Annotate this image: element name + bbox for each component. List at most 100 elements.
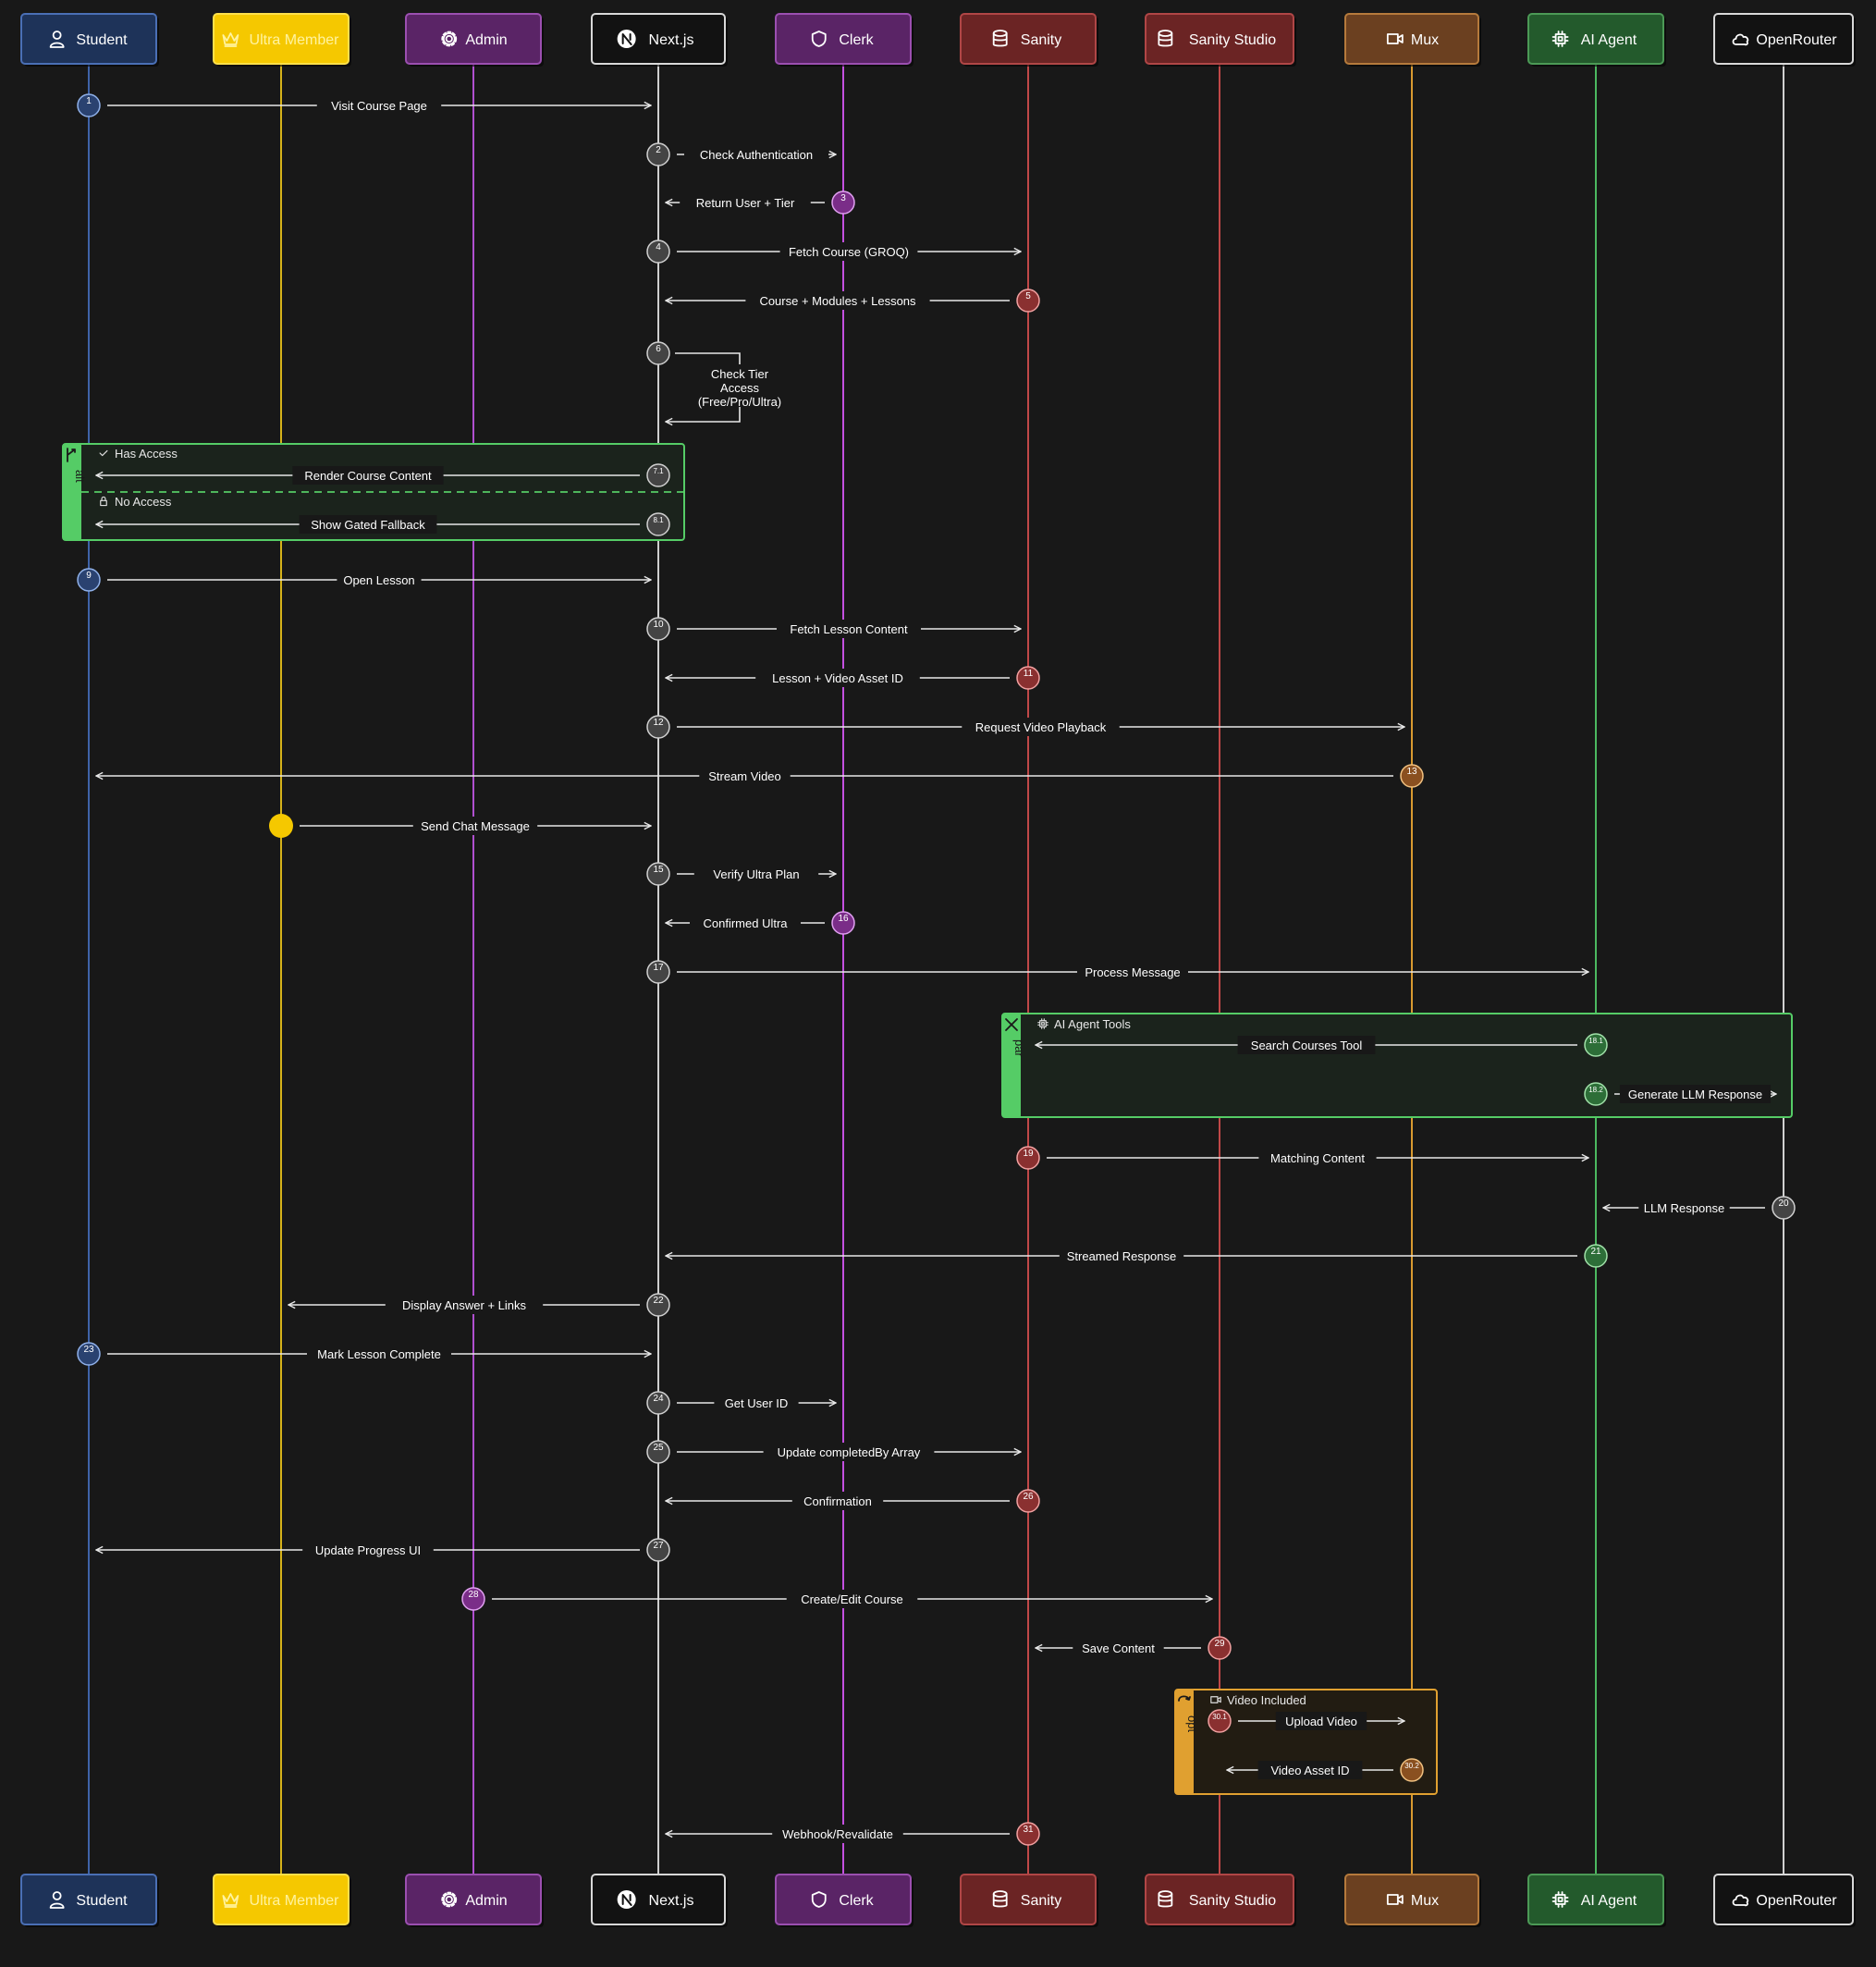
- step-number: 27: [653, 1541, 664, 1551]
- step-number: 30.2: [1404, 1762, 1419, 1770]
- fragment-alt-keyword: alt: [73, 470, 87, 483]
- branch-icon: [67, 448, 76, 462]
- tools-icon: [1005, 1018, 1018, 1031]
- message-label: Send Chat Message: [421, 819, 530, 833]
- step-number: 10: [653, 620, 664, 630]
- step-badge: 22: [646, 1293, 670, 1317]
- message-label: Get User ID: [725, 1396, 789, 1410]
- message-28: Create/Edit Course 28: [461, 1587, 1212, 1611]
- step-number: 4: [656, 242, 661, 252]
- actor-label: Student: [76, 1893, 128, 1909]
- message-4: Fetch Course (GROQ)4: [646, 240, 1021, 264]
- actor-label: Student: [76, 32, 128, 48]
- actor-mux-bottom[interactable]: Mux: [1344, 1874, 1481, 1927]
- step-number: 19: [1023, 1149, 1034, 1159]
- message-label: Confirmed Ultra: [703, 916, 788, 930]
- step-badge: 4: [646, 240, 670, 264]
- step-badge: 28: [461, 1587, 485, 1611]
- actor-studio-top[interactable]: Sanity Studio: [1145, 13, 1296, 67]
- actor-label: Clerk: [839, 1893, 874, 1909]
- step-number: 17: [653, 963, 664, 973]
- database-icon: [992, 1890, 1008, 1908]
- step-badge: 27: [646, 1538, 670, 1562]
- nextjs-icon: [617, 30, 636, 48]
- step-number: 6: [656, 344, 661, 354]
- actor-student-top[interactable]: Student: [20, 13, 159, 67]
- chip-icon: [1551, 31, 1569, 47]
- message-label: Video Asset ID: [1270, 1764, 1349, 1777]
- message-label: Generate LLM Response: [1628, 1088, 1762, 1101]
- step-badge: 29: [1208, 1636, 1232, 1660]
- actor-label: Sanity: [1021, 32, 1061, 48]
- message-label: Create/Edit Course: [801, 1592, 903, 1606]
- lock-icon: [100, 496, 107, 507]
- step-number: 18.2: [1588, 1086, 1603, 1094]
- actor-clerk-bottom[interactable]: Clerk: [775, 1874, 913, 1927]
- actor-sanity-bottom[interactable]: Sanity: [960, 1874, 1098, 1927]
- actor-openrouter-top[interactable]: OpenRouter: [1713, 13, 1856, 67]
- video-camera-icon: [1210, 1696, 1221, 1703]
- actor-ultra-bottom[interactable]: Ultra Member: [213, 1874, 351, 1927]
- actor-next-top[interactable]: Next.js: [591, 13, 728, 67]
- actor-label: Clerk: [839, 32, 874, 48]
- message-label: Matching Content: [1270, 1151, 1365, 1165]
- actor-label: Sanity Studio: [1189, 1893, 1276, 1909]
- message-30-2: Video Asset ID 30.2: [1227, 1758, 1424, 1782]
- step-badge: 13: [1400, 764, 1424, 788]
- step-number: 31: [1023, 1825, 1034, 1835]
- step-badge: 26: [1016, 1489, 1040, 1513]
- actor-agent-top[interactable]: AI Agent: [1527, 13, 1666, 67]
- step-number: 30.1: [1212, 1713, 1227, 1721]
- actor-mux-top[interactable]: Mux: [1344, 13, 1481, 67]
- actor-admin-top[interactable]: Admin: [405, 13, 544, 67]
- actor-ultra-top[interactable]: Ultra Member: [213, 13, 351, 67]
- actor-label: Mux: [1411, 32, 1439, 48]
- step-badge: 12: [646, 715, 670, 739]
- user-icon: [49, 31, 65, 48]
- actor-label: Next.js: [649, 32, 694, 48]
- message-label: Render Course Content: [304, 469, 432, 483]
- actor-admin-bottom[interactable]: Admin: [405, 1874, 544, 1927]
- fragment-alt-section-label: Has Access: [115, 447, 178, 461]
- step-badge: [269, 814, 293, 838]
- fragment-opt-section-label: Video Included: [1227, 1693, 1306, 1707]
- step-number: 16: [838, 914, 849, 924]
- message-label: Update Progress UI: [315, 1543, 421, 1557]
- check-icon: [99, 449, 108, 457]
- message-label: Mark Lesson Complete: [317, 1347, 441, 1361]
- fragment-alt-section-label: No Access: [115, 495, 172, 509]
- message-27: Update Progress UI 27: [96, 1538, 670, 1562]
- database-icon: [1158, 30, 1173, 47]
- actor-agent-bottom[interactable]: AI Agent: [1527, 1874, 1666, 1927]
- message-18-2: Generate LLM Response 18.2: [1584, 1082, 1776, 1106]
- message-label: Check Authentication: [700, 148, 813, 162]
- step-badge: 23: [77, 1342, 101, 1366]
- message-label: Search Courses Tool: [1251, 1039, 1363, 1052]
- step-number: 28: [468, 1590, 479, 1600]
- step-number: 7.1: [653, 467, 664, 475]
- actor-student-bottom[interactable]: Student: [20, 1874, 159, 1927]
- actor-sanity-top[interactable]: Sanity: [960, 13, 1098, 67]
- message-label: Open Lesson: [343, 573, 414, 587]
- actor-label: Sanity: [1021, 1893, 1061, 1909]
- shield-icon: [811, 1891, 827, 1908]
- actor-openrouter-bottom[interactable]: OpenRouter: [1713, 1874, 1856, 1927]
- database-icon: [992, 30, 1008, 47]
- actor-clerk-top[interactable]: Clerk: [775, 13, 913, 67]
- step-badge: 11: [1016, 666, 1040, 690]
- actor-label: Next.js: [649, 1893, 694, 1909]
- actor-studio-bottom[interactable]: Sanity Studio: [1145, 1874, 1296, 1927]
- actor-next-bottom[interactable]: Next.js: [591, 1874, 728, 1927]
- message-19: Matching Content 19: [1016, 1146, 1588, 1170]
